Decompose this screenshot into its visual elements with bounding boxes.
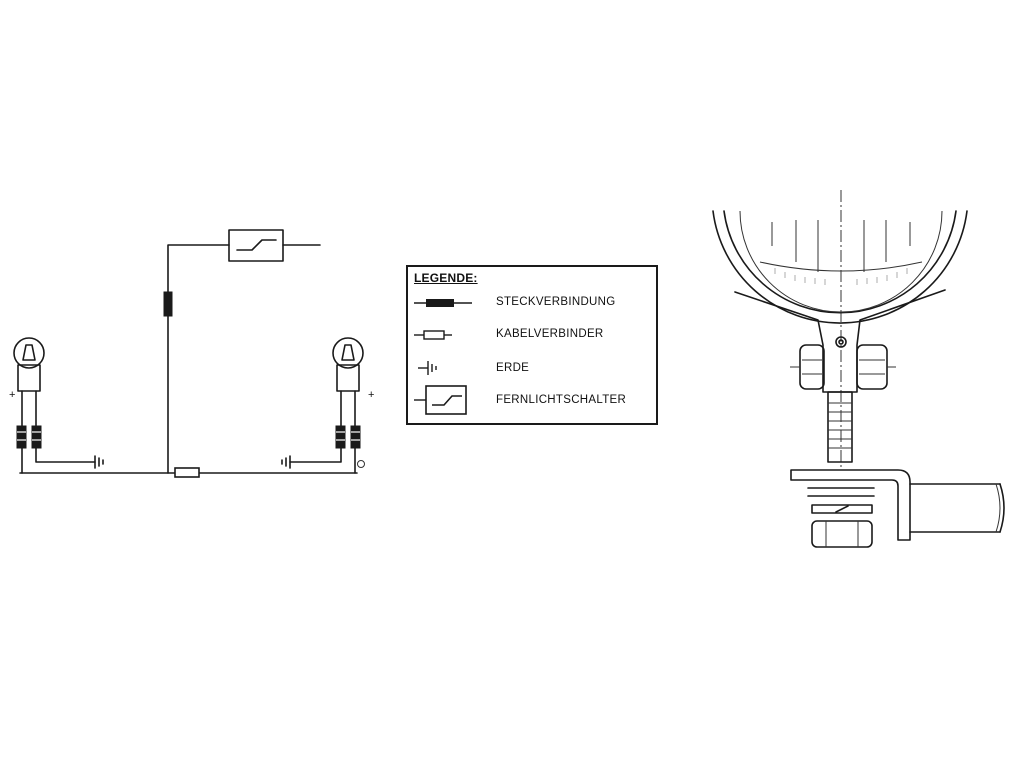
right-lamp-polarity: + <box>368 389 374 401</box>
main-feed-wire <box>167 244 230 474</box>
right-ground-icon <box>281 455 291 469</box>
legend-label-cable: KABELVERBINDER <box>496 328 604 340</box>
high-beam-switch <box>228 229 284 262</box>
legend-label-plug: STECKVERBINDUNG <box>496 296 616 308</box>
left-ground-icon <box>94 455 104 469</box>
cable-connector-icon <box>414 330 452 340</box>
left-lamp-polarity: + <box>9 389 15 401</box>
lamp-mounting-drawing <box>712 190 1005 548</box>
lamp-housing-inner <box>723 210 957 314</box>
handlebar-tube <box>909 483 1005 533</box>
bracket-rivet <box>835 336 847 348</box>
spring-washer <box>811 504 873 514</box>
lamp-housing-outer <box>712 210 968 324</box>
lamp-lens <box>739 210 943 313</box>
lens-ribs <box>759 220 923 272</box>
legend-title: LEGENDE: <box>414 271 478 285</box>
ground-icon <box>418 361 437 375</box>
legend: LEGENDE: STECKVERBINDUNG KABELVERBINDER … <box>406 265 658 425</box>
wiring-diagram: + + <box>9 229 374 478</box>
left-lamp <box>13 337 96 474</box>
left-clamp-nut <box>799 344 825 390</box>
right-clamp-nut <box>856 344 888 390</box>
mounting-bolt <box>827 391 853 463</box>
lens-tick-marks <box>774 268 908 285</box>
right-lamp <box>289 337 365 474</box>
legend-label-switch: FERNLICHTSCHALTER <box>496 394 627 406</box>
bracket-arm <box>790 469 911 541</box>
high-beam-switch-icon <box>414 385 467 415</box>
legend-label-ground: ERDE <box>496 362 530 374</box>
center-cable-connector <box>174 467 200 478</box>
main-plug-connection <box>163 291 173 317</box>
plug-connection-icon <box>414 299 472 307</box>
lower-nut <box>811 520 873 548</box>
